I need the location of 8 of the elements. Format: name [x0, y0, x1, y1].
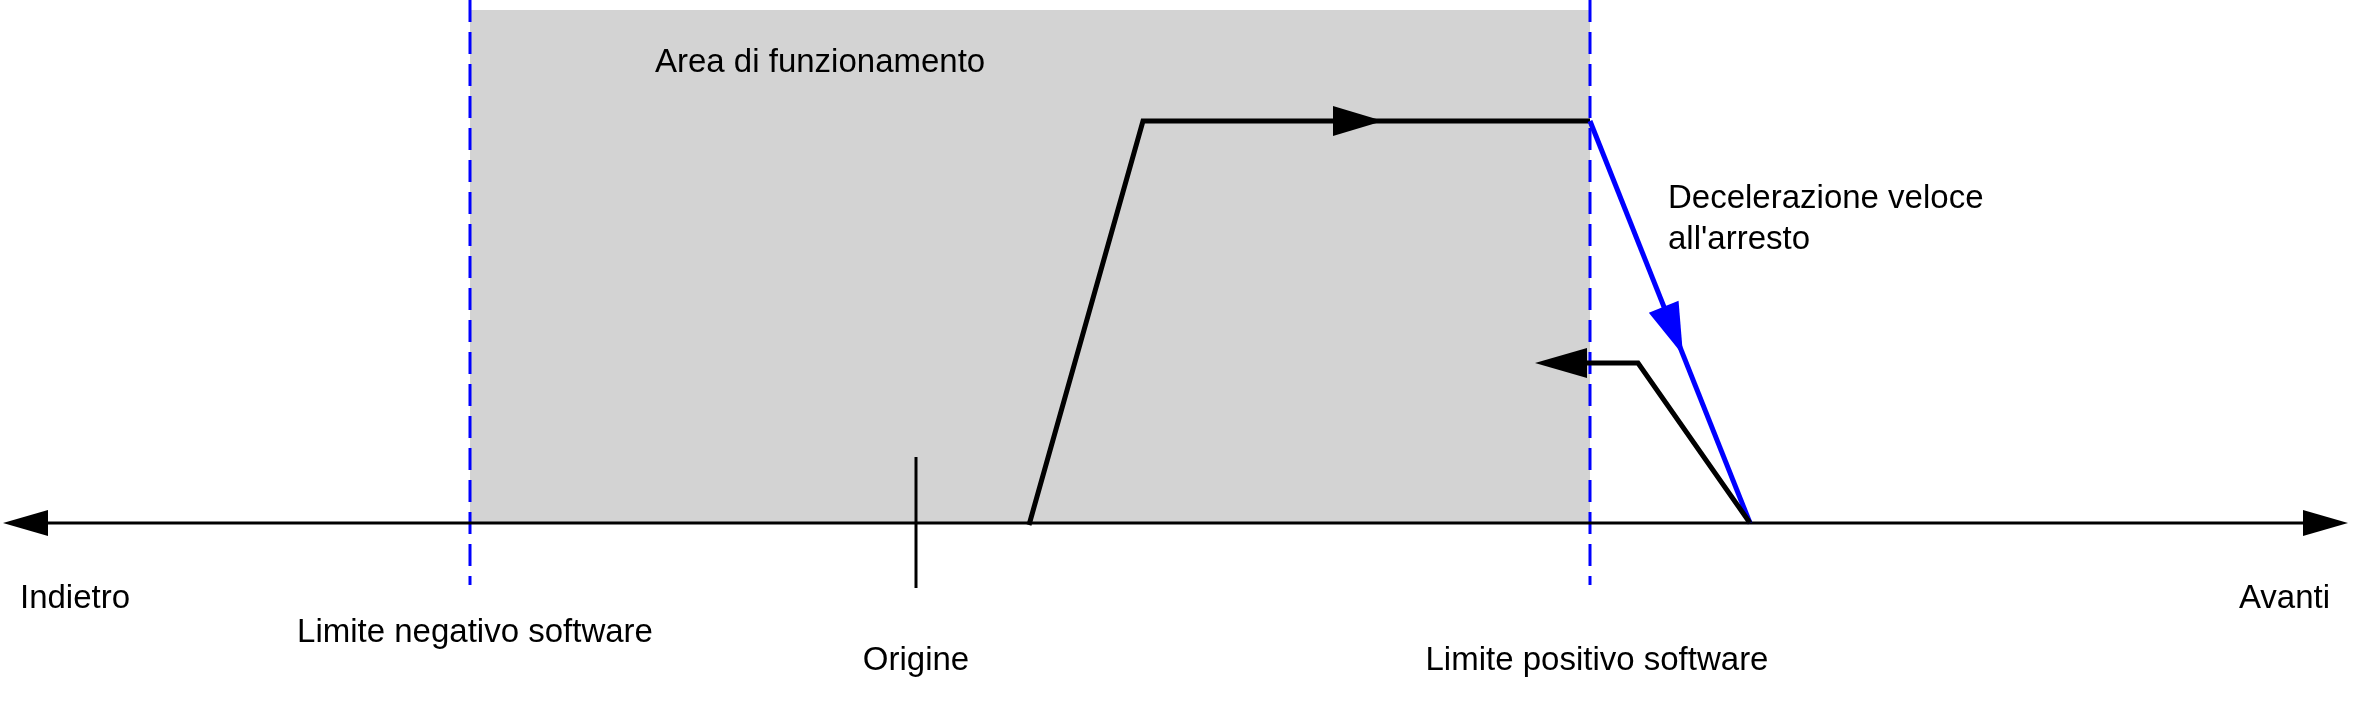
axis-label: Avanti	[2237, 577, 2330, 617]
origin-label: Origine	[861, 639, 971, 679]
annotation-text: Decelerazione veloce all'arresto	[1668, 177, 1985, 259]
area-title: Area di funzionamento	[655, 41, 986, 81]
axis-label: Indietro	[20, 577, 132, 617]
operating-area	[470, 10, 1590, 523]
boundary-label: Limite positivo software	[1424, 639, 1770, 679]
boundary-label: Limite negativo software	[296, 611, 654, 651]
